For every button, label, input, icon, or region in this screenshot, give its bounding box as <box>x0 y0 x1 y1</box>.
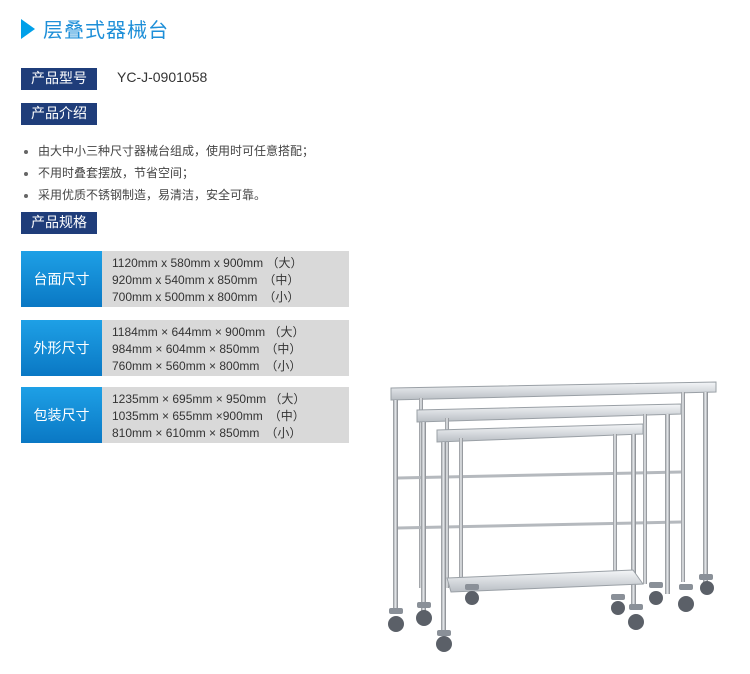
list-item: 不用时叠套摆放，节省空间； <box>24 162 314 184</box>
small-table <box>436 423 644 632</box>
page-title-row: 层叠式器械台 <box>21 14 169 43</box>
spec-values: 1120mm x 580mm x 900mm （大） 920mm x 540mm… <box>102 251 349 307</box>
spec-values: 1184mm × 644mm × 900mm （大） 984mm × 604mm… <box>102 320 349 376</box>
intro-label: 产品介绍 <box>21 103 97 125</box>
specs-label: 产品规格 <box>21 212 97 234</box>
model-value: YC-J-0901058 <box>117 69 208 85</box>
spec-label: 包装尺寸 <box>21 387 102 443</box>
spec-label: 外形尺寸 <box>21 320 102 376</box>
intro-list: 由大中小三种尺寸器械台组成，使用时可任意搭配； 不用时叠套摆放，节省空间； 采用… <box>24 140 314 206</box>
spec-row-top-size: 台面尺寸 1120mm x 580mm x 900mm （大） 920mm x … <box>21 251 349 307</box>
medium-table <box>416 403 682 612</box>
list-item: 由大中小三种尺寸器械台组成，使用时可任意搭配； <box>24 140 314 162</box>
caster-wheels <box>388 574 714 652</box>
triangle-arrow-icon <box>21 18 35 39</box>
instrument-table-image <box>388 381 717 652</box>
spec-row-package-size: 包装尺寸 1235mm × 695mm × 950mm （大） 1035mm ×… <box>21 387 349 443</box>
bullet-icon <box>24 149 28 154</box>
page-title: 层叠式器械台 <box>43 18 169 42</box>
bullet-icon <box>24 171 28 176</box>
spec-label: 台面尺寸 <box>21 251 102 307</box>
bullet-icon <box>24 193 28 198</box>
model-label: 产品型号 <box>21 68 97 90</box>
spec-values: 1235mm × 695mm × 950mm （大） 1035mm × 655m… <box>102 387 349 443</box>
list-item: 采用优质不锈钢制造，易清洁，安全可靠。 <box>24 184 314 206</box>
spec-row-outer-size: 外形尺寸 1184mm × 644mm × 900mm （大） 984mm × … <box>21 320 349 376</box>
